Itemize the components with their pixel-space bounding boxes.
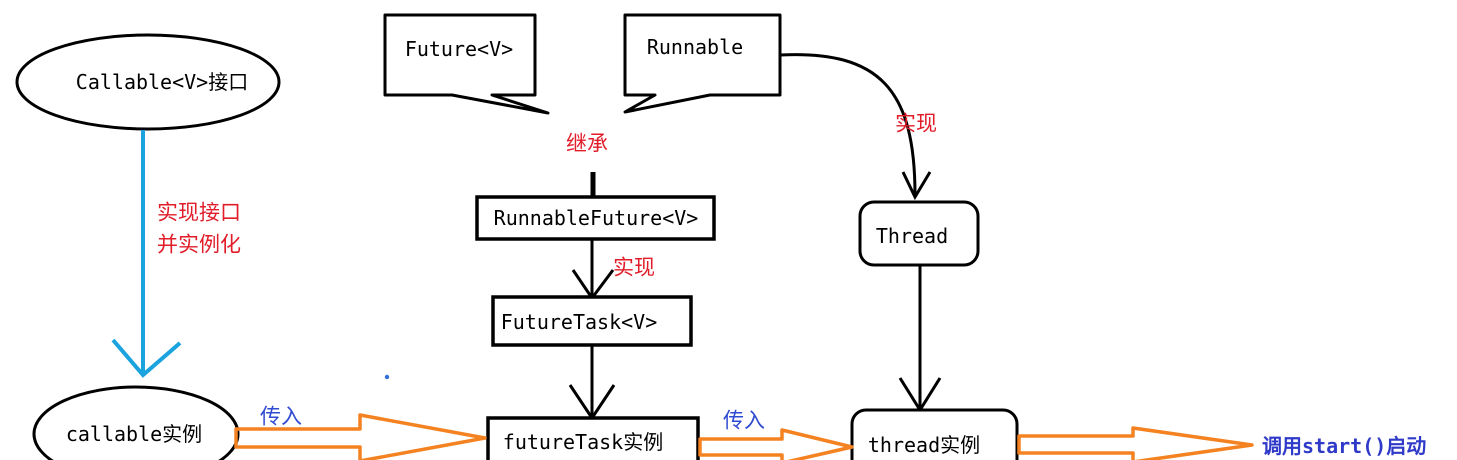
implement-interface-label-line1: 实现接口 — [157, 200, 241, 225]
pass-in-label-1: 传入 — [260, 404, 302, 429]
implement-interface-label-line2: 并实例化 — [157, 232, 241, 257]
runnable-to-thread-arrow — [779, 53, 917, 196]
stray-dot — [384, 374, 390, 380]
future-node — [383, 13, 550, 115]
pass-in-label-2: 传入 — [723, 408, 765, 433]
implement-interface-arrowhead — [111, 338, 182, 378]
runnable-future-label: RunnableFuture<V> — [493, 206, 699, 230]
pass-in-arrow-2 — [698, 428, 854, 460]
thread-label: Thread — [875, 224, 949, 248]
pass-in-arrow-1 — [234, 413, 487, 460]
thread-instance-node — [850, 408, 1019, 460]
future-task-node — [491, 295, 693, 347]
runnable-label: Runnable — [646, 35, 744, 59]
callable-instance-label: callable实例 — [65, 422, 203, 446]
future-label: Future<V> — [404, 37, 514, 61]
future-task-instance-node — [486, 416, 700, 460]
implement-future-task-label: 实现 — [613, 255, 655, 280]
inherit-label: 继承 — [566, 131, 608, 156]
callable-interface-label: Callable<V>接口 — [75, 70, 249, 94]
future-task-instance-label: futureTask实例 — [502, 430, 664, 454]
runnable-future-node — [475, 195, 716, 241]
future-task-label: FutureTask<V> — [500, 310, 658, 334]
callable-instance-node — [32, 385, 240, 460]
runnable-to-thread-arrowhead — [901, 171, 932, 201]
start-label: 调用start()启动 — [1262, 434, 1427, 458]
implement-thread-label: 实现 — [895, 111, 937, 136]
callable-interface-node — [15, 33, 281, 131]
thread-instance-label: thread实例 — [867, 433, 981, 457]
runnable-node — [623, 13, 782, 114]
start-arrow — [1017, 426, 1254, 460]
